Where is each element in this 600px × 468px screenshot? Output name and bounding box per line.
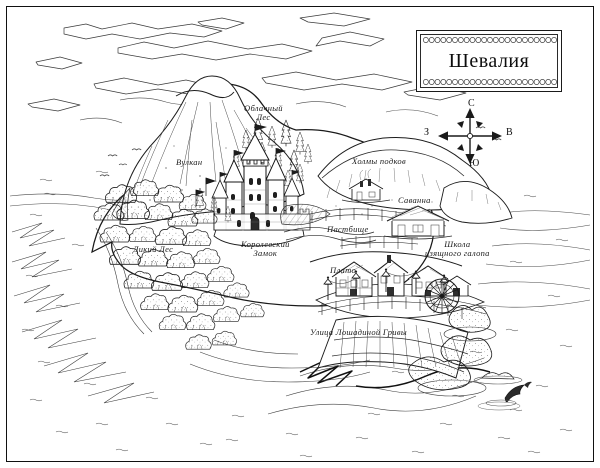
map-label-line: Пастбище	[327, 224, 369, 234]
map-title-inner-frame: Шевалия	[420, 34, 558, 88]
south-shore	[189, 339, 371, 383]
compass-east-label: В	[506, 127, 513, 138]
compass-west-label: З	[424, 127, 430, 138]
map-label-line: Замок	[253, 247, 278, 258]
map-label-line: Улица Лошадиной Гривы	[310, 327, 407, 337]
map-label-line: Школа	[444, 239, 471, 249]
compass-rose-graphic	[438, 108, 502, 164]
map-label-volcano: Вулкан	[176, 157, 202, 167]
map-label-line: Холмы подков	[352, 156, 406, 166]
map-label-wild-forest: Дикий Лес	[133, 244, 173, 254]
compass-rose: С Ю З В	[424, 98, 516, 172]
map-label-pasture: Пастбище	[327, 224, 369, 234]
compass-south-label: Ю	[469, 158, 480, 169]
map-label-line: Облачный	[244, 103, 283, 113]
cartouche-ornament-bottom	[422, 79, 557, 85]
map-label-horseshoe-hills: Холмы подков	[352, 156, 406, 166]
castle-road	[283, 227, 377, 243]
cartouche-ornament-top	[422, 37, 557, 43]
terraced-field	[280, 203, 331, 226]
map-title-cartouche: Шевалия	[416, 30, 562, 92]
map-title: Шевалия	[448, 49, 530, 72]
waterfall-rocks	[408, 305, 497, 397]
plateau-edge	[309, 251, 463, 267]
map-label-savannah: Саванна	[398, 195, 431, 205]
school-fence	[339, 236, 419, 250]
gallop-school-building	[383, 205, 453, 240]
compass-north-label: С	[468, 98, 475, 109]
waterfall	[317, 305, 497, 397]
map-label-line: изящного галопа	[425, 247, 490, 258]
water-wheel	[424, 278, 460, 314]
map-border-frame	[6, 6, 594, 462]
map-label-line: Саванна	[398, 195, 431, 205]
map-label-line: Вулкан	[176, 157, 203, 167]
sea-zigzag-waves	[11, 222, 485, 415]
map-label-line: Лес	[256, 111, 271, 122]
map-label-mane-street: Улица Лошадиной Гривы	[310, 327, 407, 337]
map-label-line: Плато	[330, 265, 357, 275]
map-label-line: Дикий Лес	[133, 244, 174, 254]
sea-rock-icon	[473, 372, 523, 385]
map-label-plateau: Плато	[330, 265, 356, 275]
map-label-line: Королевский	[241, 239, 290, 249]
leaping-dolphin-icon	[477, 381, 532, 411]
hill-farmhouse	[341, 168, 391, 203]
forest-shore-path	[95, 227, 153, 335]
